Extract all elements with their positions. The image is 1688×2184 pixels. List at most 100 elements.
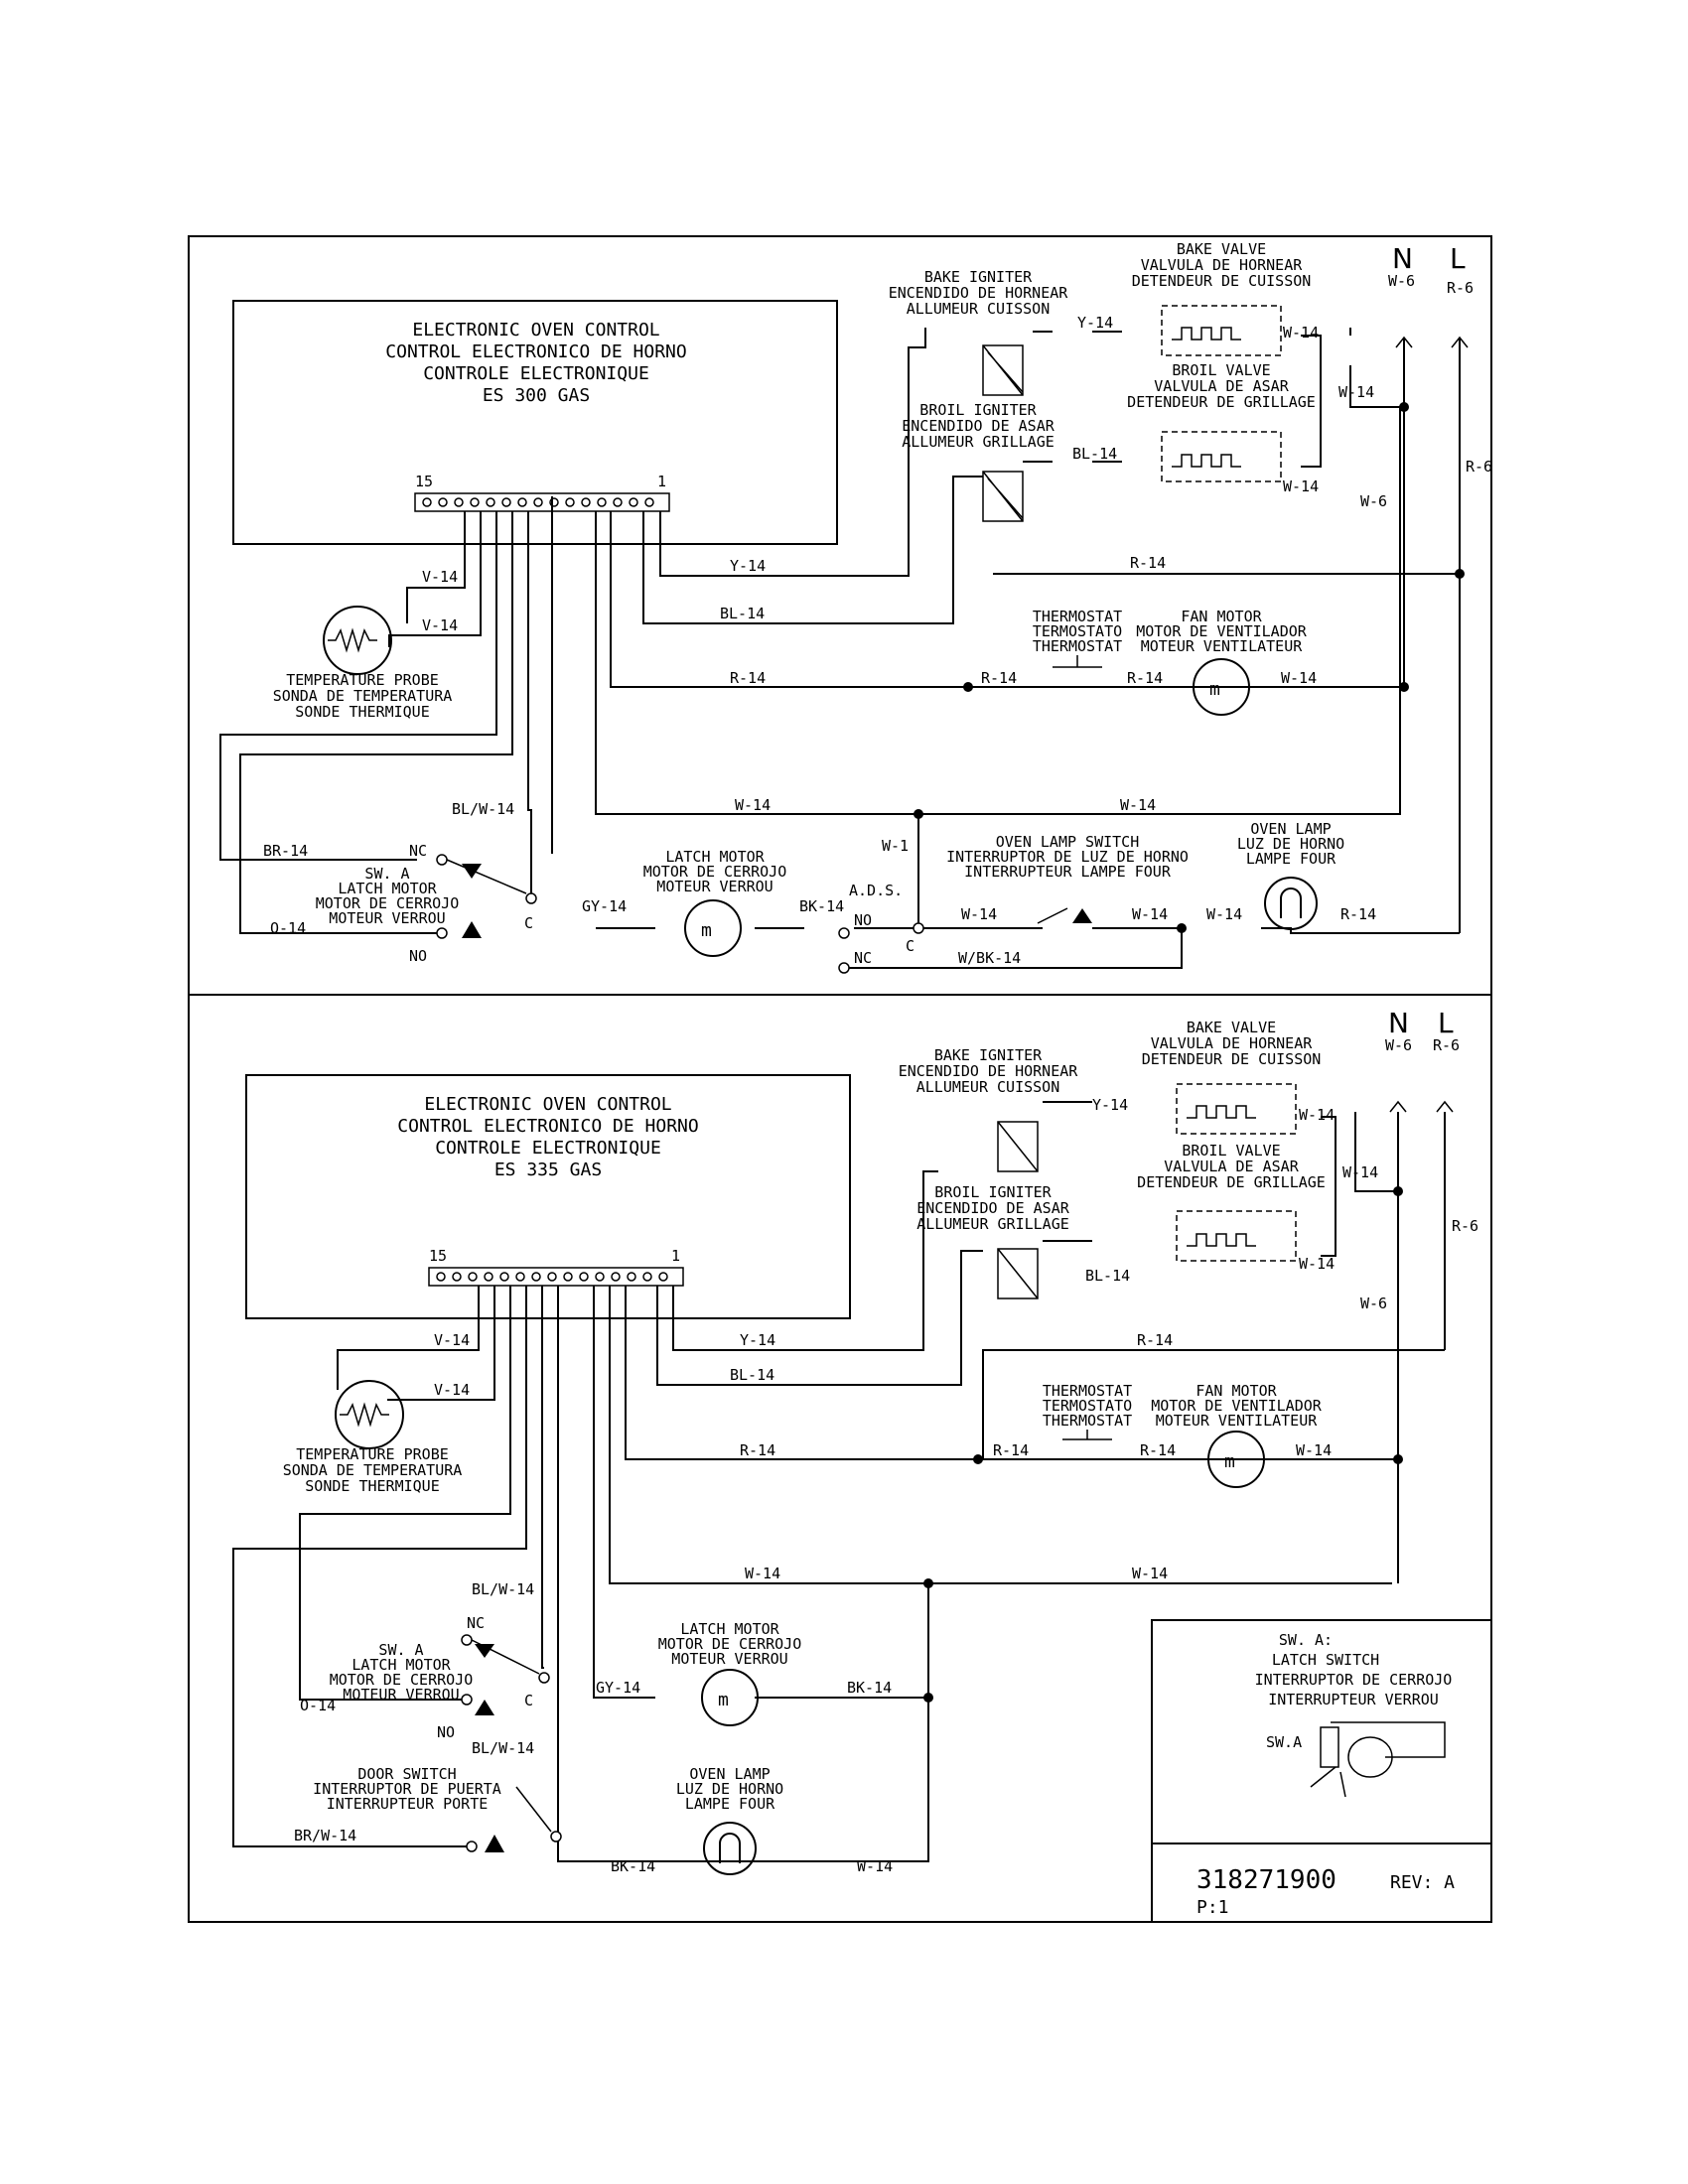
title-block: 318271900 REV: A P:1 — [1151, 1843, 1492, 1923]
top-thermostat-label: THERMOSTAT TERMOSTATO THERMOSTAT — [1033, 608, 1122, 655]
bottom-w6-label: W-6 — [1360, 1295, 1387, 1312]
bottom-bake-valve-icon — [1176, 1083, 1297, 1135]
svg-text:BAKE IGNITER: BAKE IGNITER — [934, 1046, 1043, 1064]
top-broil-igniter-label: BROIL IGNITER ENCENDIDO DE ASAR ALLUMEUR… — [902, 401, 1055, 451]
top-bake-valve-icon — [1161, 305, 1282, 356]
bottom-bk14: BK-14 — [847, 1679, 892, 1697]
bottom-blw14-b: BL/W-14 — [472, 1739, 534, 1757]
svg-text:INTERRUPTOR DE PUERTA: INTERRUPTOR DE PUERTA — [313, 1780, 501, 1798]
top-ads-no: NO — [854, 911, 872, 929]
bottom-y14-igniter: Y-14 — [1092, 1096, 1128, 1114]
svg-text:TERMOSTATO: TERMOSTATO — [1043, 1397, 1132, 1415]
top-broil-valve-label: BROIL VALVE VALVULA DE ASAR DETENDEUR DE… — [1127, 361, 1316, 411]
bottom-fan-motor-icon — [1207, 1431, 1265, 1488]
top-sw-a-label: SW. A LATCH MOTOR MOTOR DE CERROJO MOTEU… — [316, 865, 460, 927]
svg-text:OVEN LAMP: OVEN LAMP — [689, 1765, 770, 1783]
svg-text:THERMOSTAT: THERMOSTAT — [1033, 608, 1122, 625]
bottom-diagram: ELECTRONIC OVEN CONTROL CONTROL ELECTRON… — [232, 1007, 1478, 1875]
svg-text:MOTEUR VENTILATEUR: MOTEUR VENTILATEUR — [1141, 637, 1304, 655]
top-bake-igniter-icon — [982, 344, 1024, 396]
bottom-r14-right: R-14 — [1137, 1331, 1173, 1349]
svg-text:ELECTRONIC OVEN CONTROL: ELECTRONIC OVEN CONTROL — [424, 1094, 671, 1115]
top-w14-b: W-14 — [1120, 796, 1156, 814]
svg-text:BAKE VALVE: BAKE VALVE — [1187, 1019, 1276, 1036]
top-r14-right: R-14 — [1130, 554, 1166, 572]
bottom-latch-motor-icon — [701, 1669, 759, 1726]
top-bl14-igniter: BL-14 — [1072, 445, 1117, 463]
svg-text:THERMOSTAT: THERMOSTAT — [1043, 1412, 1132, 1430]
top-r14-therm: R-14 — [981, 669, 1017, 687]
bottom-y14: Y-14 — [740, 1331, 775, 1349]
top-blw14: BL/W-14 — [452, 800, 514, 818]
svg-text:SONDA DE TEMPERATURA: SONDA DE TEMPERATURA — [273, 687, 453, 705]
top-br14: BR-14 — [263, 842, 308, 860]
top-temperature-probe-label: TEMPERATURE PROBE SONDA DE TEMPERATURA S… — [273, 671, 453, 721]
svg-text:LATCH MOTOR: LATCH MOTOR — [352, 1656, 451, 1674]
bottom-sw-a-no: NO — [437, 1723, 455, 1741]
bottom-r14: R-14 — [740, 1441, 775, 1459]
bottom-valve-w14: W-14 — [1342, 1163, 1378, 1181]
svg-text:THERMOSTAT: THERMOSTAT — [1043, 1382, 1132, 1400]
svg-text:INTERRUPTEUR LAMPE FOUR: INTERRUPTEUR LAMPE FOUR — [964, 863, 1172, 881]
top-o14: O-14 — [270, 919, 306, 937]
top-latch-motor-m: m — [701, 920, 712, 941]
svg-text:ENCENDIDO DE HORNEAR: ENCENDIDO DE HORNEAR — [899, 1062, 1079, 1080]
top-l-wire: R-6 — [1447, 279, 1474, 297]
bottom-bl14-igniter: BL-14 — [1085, 1267, 1130, 1285]
bottom-broil-valve-icon — [1176, 1210, 1297, 1262]
top-valve-w14: W-14 — [1338, 383, 1374, 401]
top-r14-fan: R-14 — [1127, 669, 1163, 687]
bottom-sw-a-nc: NC — [467, 1614, 485, 1632]
bottom-door-switch-label: DOOR SWITCH INTERRUPTOR DE PUERTA INTERR… — [313, 1765, 501, 1813]
svg-text:DETENDEUR DE CUISSON: DETENDEUR DE CUISSON — [1132, 272, 1312, 290]
svg-text:OVEN LAMP SWITCH: OVEN LAMP SWITCH — [996, 833, 1140, 851]
top-v14-a: V-14 — [422, 568, 458, 586]
top-w14-lamp-sw: W-14 — [961, 905, 997, 923]
svg-text:MOTEUR VERROU: MOTEUR VERROU — [671, 1650, 787, 1668]
svg-text:SW. A:: SW. A: — [1279, 1631, 1333, 1649]
bottom-bake-igniter-label: BAKE IGNITER ENCENDIDO DE HORNEAR ALLUME… — [899, 1046, 1079, 1096]
svg-text:ES 335 GAS: ES 335 GAS — [494, 1160, 602, 1180]
svg-text:MOTOR DE CERROJO: MOTOR DE CERROJO — [330, 1671, 474, 1689]
top-neutral-label: N — [1392, 242, 1413, 275]
bottom-blw14-a: BL/W-14 — [472, 1580, 534, 1598]
svg-text:BROIL IGNITER: BROIL IGNITER — [919, 401, 1037, 419]
sw-a-legend: SW. A: LATCH SWITCH INTERRUPTOR DE CERRO… — [1151, 1619, 1492, 1844]
bottom-fan-motor-label: FAN MOTOR MOTOR DE VENTILADOR MOTEUR VEN… — [1151, 1382, 1323, 1430]
bottom-broil-igniter-icon — [997, 1248, 1039, 1299]
svg-text:MOTEUR VERROU: MOTEUR VERROU — [329, 909, 445, 927]
svg-text:VALVULA DE ASAR: VALVULA DE ASAR — [1154, 377, 1289, 395]
svg-text:VALVULA DE HORNEAR: VALVULA DE HORNEAR — [1141, 256, 1304, 274]
top-latch-motor-label: LATCH MOTOR MOTOR DE CERROJO MOTEUR VERR… — [643, 848, 787, 895]
bottom-pin-15-label: 15 — [429, 1247, 447, 1265]
bottom-r6-label: R-6 — [1452, 1217, 1478, 1235]
bottom-bake-valve-label: BAKE VALVE VALVULA DE HORNEAR DETENDEUR … — [1142, 1019, 1322, 1068]
bottom-brw14: BR/W-14 — [294, 1827, 356, 1844]
bottom-latch-motor-label: LATCH MOTOR MOTOR DE CERROJO MOTEUR VERR… — [658, 1620, 802, 1668]
top-sw-a-icon — [446, 859, 527, 894]
svg-text:INTERRUPTEUR PORTE: INTERRUPTEUR PORTE — [327, 1795, 489, 1813]
bottom-bk14-lamp: BK-14 — [611, 1857, 655, 1875]
svg-text:MOTEUR VENTILATEUR: MOTEUR VENTILATEUR — [1156, 1412, 1319, 1430]
top-wiring — [219, 328, 1461, 969]
svg-text:SONDE THERMIQUE: SONDE THERMIQUE — [305, 1477, 439, 1495]
svg-text:BROIL IGNITER: BROIL IGNITER — [934, 1183, 1052, 1201]
top-ads-label: A.D.S. — [849, 882, 903, 899]
top-bake-igniter-label: BAKE IGNITER ENCENDIDO DE HORNEAR ALLUME… — [889, 268, 1069, 318]
bottom-fan-motor-m: m — [1224, 1451, 1235, 1472]
svg-text:BAKE VALVE: BAKE VALVE — [1177, 240, 1266, 258]
top-oven-lamp-switch-icon — [1037, 907, 1068, 924]
bottom-sw-a-label: SW. A LATCH MOTOR MOTOR DE CERROJO MOTEU… — [330, 1641, 474, 1704]
svg-text:MOTOR DE CERROJO: MOTOR DE CERROJO — [316, 894, 460, 912]
bottom-v14-b: V-14 — [434, 1381, 470, 1399]
bottom-w14-lamp: W-14 — [857, 1857, 893, 1875]
top-ads-c: C — [906, 937, 914, 955]
bottom-wiring — [232, 1101, 1446, 1862]
svg-text:LAMPE FOUR: LAMPE FOUR — [685, 1795, 775, 1813]
svg-text:BAKE IGNITER: BAKE IGNITER — [924, 268, 1033, 286]
svg-text:CONTROLE ELECTRONIQUE: CONTROLE ELECTRONIQUE — [423, 363, 649, 384]
top-bake-valve-w14: W-14 — [1283, 324, 1319, 341]
bottom-l-connector-icon — [1436, 1100, 1454, 1113]
svg-text:MOTOR DE VENTILADOR: MOTOR DE VENTILADOR — [1151, 1397, 1323, 1415]
